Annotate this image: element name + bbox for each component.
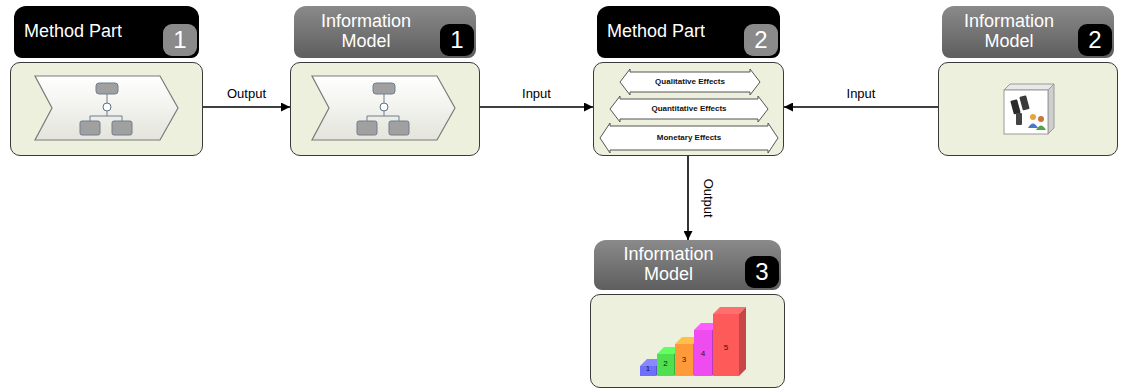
- bar-front: [713, 314, 739, 376]
- header-title: Method Part: [607, 22, 705, 42]
- resource-cube: [1004, 84, 1054, 134]
- edge-label: Input: [845, 87, 878, 101]
- bar-side: [674, 347, 681, 376]
- bar-number: 5: [724, 344, 728, 352]
- bar-top: [694, 323, 719, 330]
- bar-side: [693, 337, 700, 376]
- number-badge: 1: [440, 24, 474, 56]
- model-body: [10, 62, 203, 156]
- bar-front: [675, 344, 693, 376]
- callout-number: 2: [754, 28, 767, 52]
- edge-label: Input: [520, 87, 553, 101]
- bar-number: 4: [701, 350, 705, 358]
- bar-front: [657, 354, 674, 376]
- bar-side: [739, 307, 746, 376]
- model-box: Method Part 2Qualitative EffectsQuantitat…: [593, 6, 784, 156]
- flow-arrow: [480, 106, 593, 108]
- double-arrow-shape: [610, 96, 768, 122]
- bar-number: 3: [682, 356, 686, 364]
- bar-chart: [640, 307, 746, 376]
- callout-number: 3: [755, 260, 768, 284]
- number-badge: 2: [744, 24, 778, 56]
- bar-top: [640, 359, 663, 366]
- header-title: Information Model: [602, 245, 735, 285]
- effect-band: Quantitative Effects: [610, 96, 768, 122]
- number-badge: 3: [745, 256, 779, 288]
- edge-label: Output: [700, 176, 714, 219]
- process-icon: [312, 76, 455, 140]
- bar-number: 1: [646, 365, 650, 373]
- bar-side: [656, 359, 663, 376]
- header-title: Method Part: [24, 22, 122, 42]
- double-arrow-shape: [600, 123, 778, 153]
- process-icon: [35, 76, 178, 140]
- model-box: Method Part 1: [10, 6, 203, 156]
- header-title: Information Model: [302, 12, 430, 52]
- effect-band: Monetary Effects: [600, 123, 778, 153]
- model-body: [290, 62, 480, 156]
- flow-arrow: [784, 106, 938, 108]
- bar-number: 2: [663, 360, 667, 368]
- model-body: [938, 62, 1118, 156]
- band-label: Monetary Effects: [657, 134, 721, 142]
- bar-top: [675, 337, 700, 344]
- callout-number: 2: [1088, 28, 1101, 52]
- number-badge: 1: [163, 24, 197, 56]
- model-box: Information Model 1: [290, 6, 480, 156]
- number-badge: 2: [1078, 24, 1112, 56]
- header-title: Information Model: [950, 12, 1068, 52]
- effect-band: Qualitative Effects: [620, 69, 760, 95]
- model-box: Information Model 2: [938, 6, 1118, 156]
- edge-label: Output: [225, 87, 268, 101]
- callout-number: 1: [450, 28, 463, 52]
- model-box: Information Model 3: [590, 240, 785, 388]
- bar-side: [712, 323, 719, 376]
- model-body: [590, 294, 785, 388]
- bar-top: [657, 347, 681, 354]
- callout-number: 1: [173, 28, 186, 52]
- flow-arrow: [203, 106, 290, 108]
- bar-top: [713, 307, 746, 314]
- bar-front: [640, 366, 656, 376]
- bar-front: [694, 330, 712, 376]
- band-label: Qualitative Effects: [655, 78, 725, 86]
- double-arrow-shape: [620, 69, 760, 95]
- band-label: Quantitative Effects: [651, 105, 726, 113]
- flow-arrow: [687, 156, 689, 240]
